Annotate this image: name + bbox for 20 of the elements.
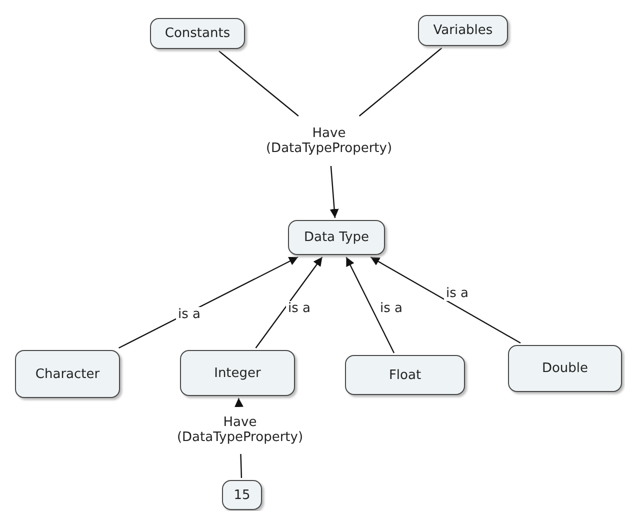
- arrow: [255, 256, 323, 348]
- concept-box: 15: [222, 480, 262, 510]
- connector-line: [358, 48, 442, 116]
- arrow: [346, 256, 395, 354]
- concept-box: Integer: [180, 350, 295, 396]
- concept-box: Variables: [418, 15, 508, 46]
- connector-line: [218, 50, 299, 116]
- arrow: [118, 256, 298, 349]
- connector-line: [240, 454, 242, 478]
- linking-phrase: Have (DataTypeProperty): [165, 408, 315, 452]
- concept-box: Constants: [150, 18, 245, 49]
- concept-box: Double: [508, 345, 622, 392]
- arrow: [330, 166, 339, 218]
- concept-box: Data Type: [288, 220, 385, 255]
- concept-box: Character: [15, 350, 120, 398]
- edge-label: is a: [444, 286, 470, 301]
- edge-label: is a: [176, 307, 202, 322]
- concept-box: Float: [345, 355, 465, 395]
- arrow: [234, 398, 244, 408]
- arrow: [370, 256, 521, 344]
